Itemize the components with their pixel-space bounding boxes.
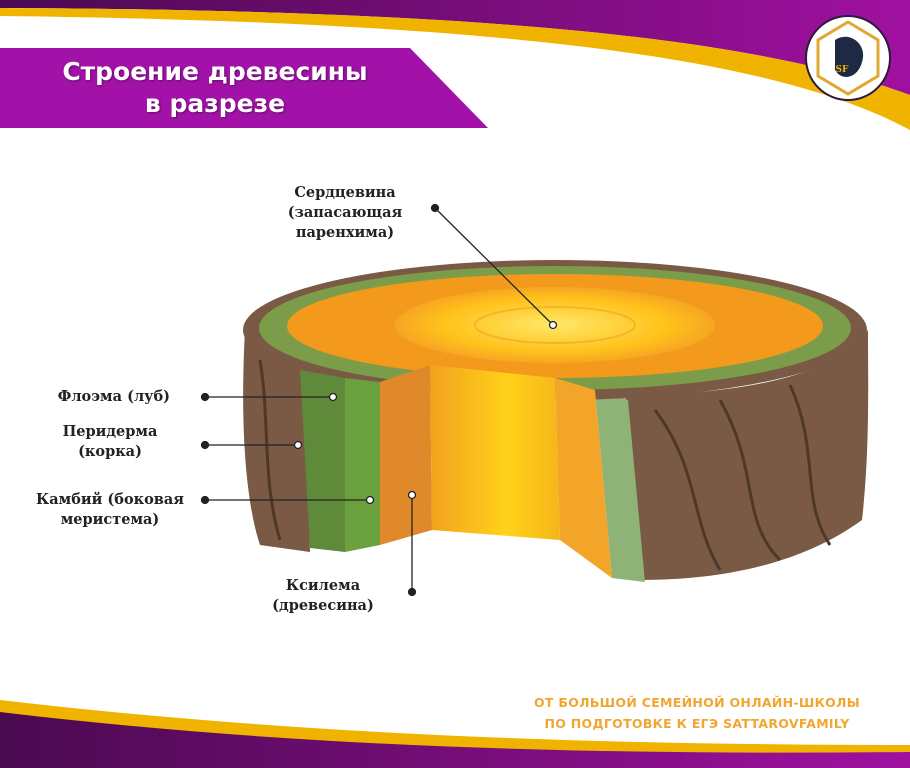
svg-text:SF: SF [836,65,849,75]
top-gold-swoosh [0,8,910,130]
label-line: (корка) [78,443,142,460]
pointer-lines [200,203,558,597]
tree-trunk-section [243,260,869,582]
label-line: (древесина) [272,597,374,614]
label-phloem: Флоэма (луб) [20,387,180,407]
label-line: Ксилема [285,577,361,594]
label-line: паренхима) [295,224,395,241]
label-cambium: Камбий (боковая меристема) [20,490,200,530]
label-line: Камбий (боковая [36,491,184,508]
label-line: Перидерма [62,423,158,440]
footer-line-2: ПО ПОДГОТОВКЕ К ЕГЭ SATTAROVFAMILY [544,716,850,731]
title-line-1: Строение древесины [62,57,368,86]
footer-caption: ОТ БОЛЬШОЙ СЕМЕЙНОЙ ОНЛАЙН-ШКОЛЫ ПО ПОДГ… [512,692,882,734]
label-line: Флоэма (луб) [57,388,170,405]
top-purple-swoosh [0,0,910,95]
label-pith: Сердцевина (запасающая паренхима) [270,183,420,243]
page-title: Строение древесины в разрезе [30,56,400,120]
label-line: (запасающая [287,204,403,221]
label-xylem: Ксилема (древесина) [258,576,388,616]
label-periderm: Перидерма (корка) [40,422,180,462]
school-logo: SF [805,15,891,101]
bottom-purple-swoosh [0,712,910,768]
label-line: меристема) [60,511,160,528]
title-line-2: в разрезе [144,89,286,118]
label-line: Сердцевина [294,184,396,201]
footer-line-1: ОТ БОЛЬШОЙ СЕМЕЙНОЙ ОНЛАЙН-ШКОЛЫ [534,695,860,710]
title-ribbon [0,48,488,128]
